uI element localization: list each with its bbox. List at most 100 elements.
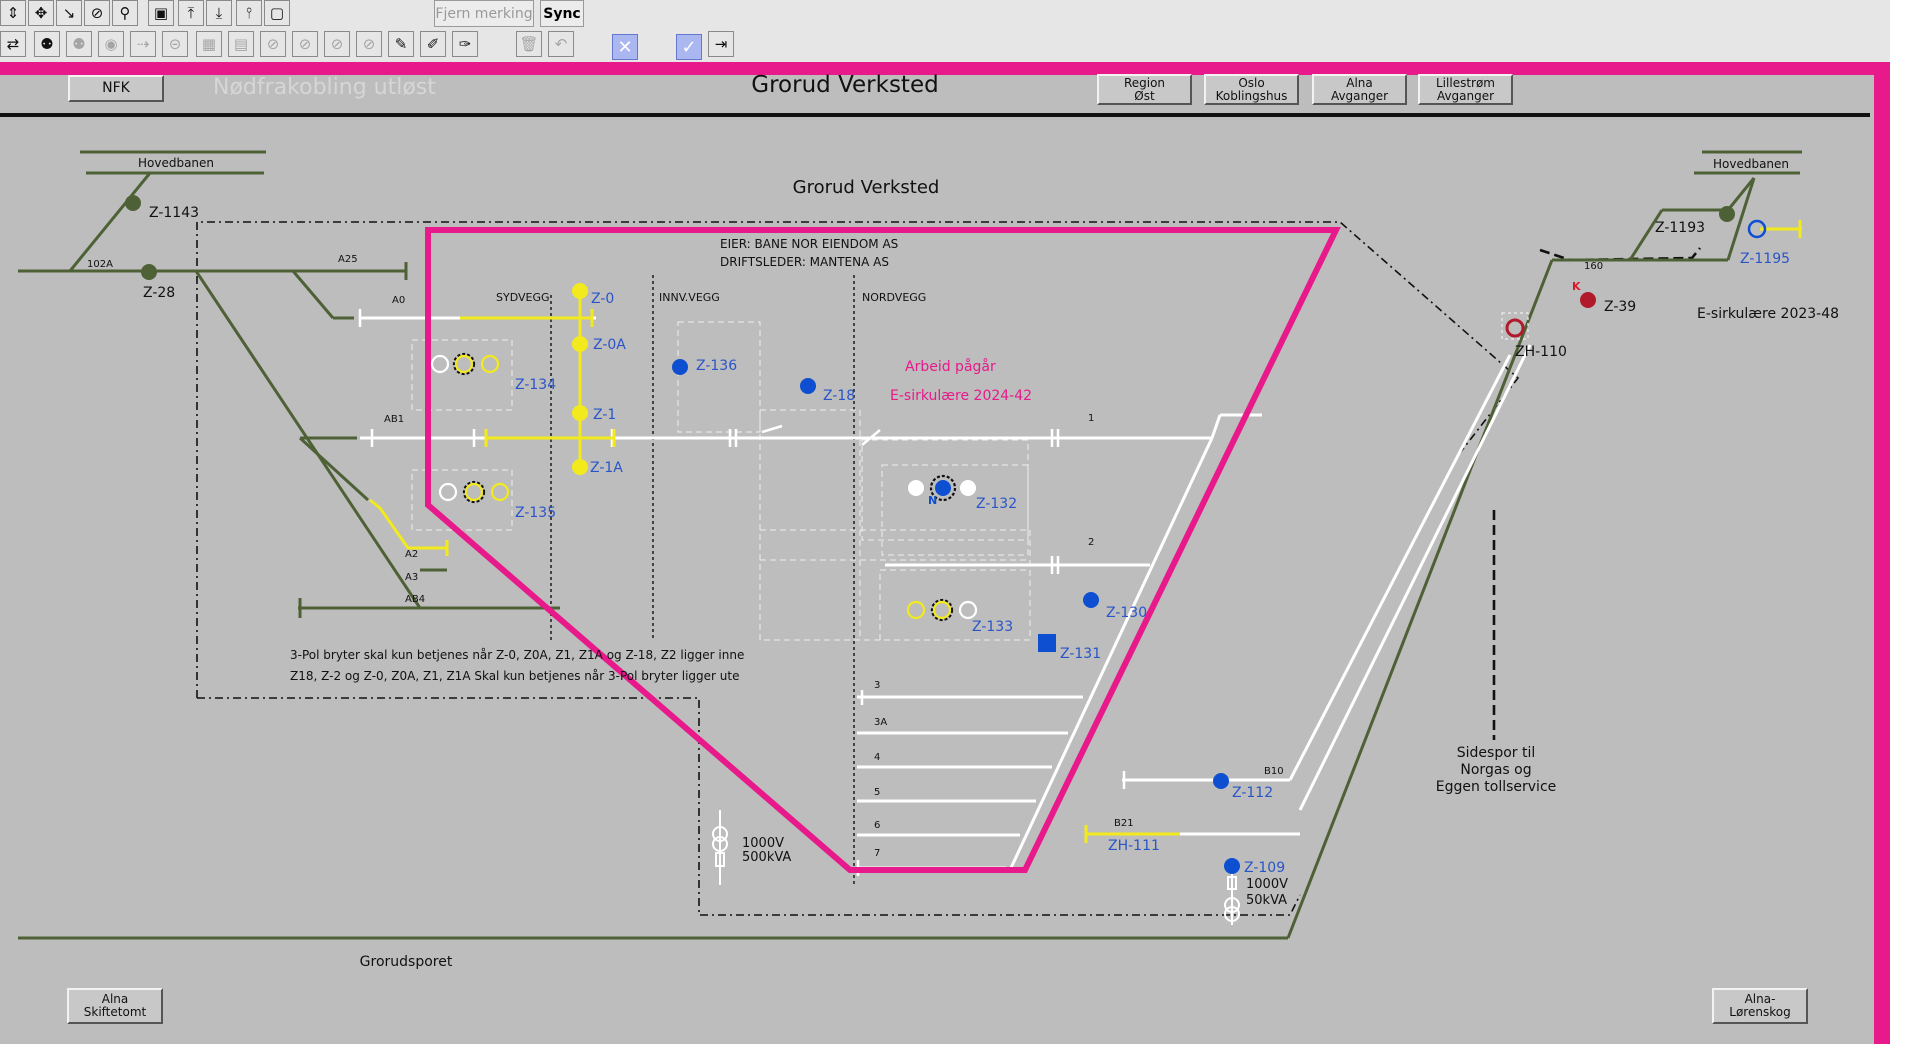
- svg-text:4: 4: [874, 752, 880, 763]
- align-top-icon[interactable]: ⤒: [178, 0, 204, 26]
- svg-text:1: 1: [1088, 413, 1094, 424]
- pan-vertical-icon[interactable]: ⇕: [0, 0, 26, 26]
- svg-text:B10: B10: [1264, 766, 1284, 777]
- arrow-right-icon: ⇢: [130, 31, 156, 57]
- buffer-stops: [298, 262, 408, 618]
- marker-n-label: N: [928, 494, 937, 507]
- sidespor-line-3: Eggen tollservice: [1436, 779, 1557, 795]
- nav-alna-avganger-button[interactable]: Alna Avganger: [1312, 74, 1407, 105]
- grorudsporet-label: Grorudsporet: [360, 954, 453, 970]
- trash-icon: 🗑: [516, 31, 542, 57]
- ban-icon: ⊘: [292, 31, 318, 57]
- svg-text:Z-1195: Z-1195: [1740, 251, 1790, 267]
- switch-labels-blue: Z-0 Z-0A Z-1 Z-1A Z-134 Z-135 Z-136 Z-18…: [515, 251, 1790, 876]
- section-innvvegg: INNV.VEGG: [659, 291, 720, 304]
- svg-text:Z-1143: Z-1143: [149, 205, 199, 221]
- alna-lorenskog-button[interactable]: Alna- Lørenskog: [1712, 988, 1808, 1024]
- eye-icon: ◉: [98, 31, 124, 57]
- zoom-icon[interactable]: ⚲: [112, 0, 138, 26]
- frame-icon[interactable]: ▣: [148, 0, 174, 26]
- disconnector-zh110: [1505, 318, 1525, 338]
- svg-text:A0: A0: [392, 295, 405, 306]
- switch-markers: [125, 195, 1735, 280]
- frame-top: [0, 62, 1916, 75]
- ban-icon: ⊘: [356, 31, 382, 57]
- svg-text:Z-135: Z-135: [515, 505, 556, 521]
- header-rule: [0, 113, 1870, 117]
- transformer-left-voltage: 1000V: [742, 836, 784, 851]
- svg-text:Z-109: Z-109: [1244, 860, 1285, 876]
- pencil-check-icon[interactable]: ✑: [452, 31, 478, 57]
- toolbar: ⇕ ✥ ↘ ⊘ ⚲ ▣ ⤒ ⤓ ⫯ ▢ Fjern merking Sync ⇄…: [0, 0, 1916, 62]
- switch-labels-dark: Z-1143 Z-28 Z-1193 Z-39 ZH-110: [143, 205, 1705, 360]
- note-line-2: Z18, Z-2 og Z-0, Z0A, Z1, Z1A Skal kun b…: [290, 669, 739, 683]
- page-title: Grorud Verksted: [751, 72, 939, 98]
- svg-text:5: 5: [874, 787, 880, 798]
- nav-region-ost-button[interactable]: Region Øst: [1097, 74, 1192, 105]
- fjern-merking-button[interactable]: Fjern merking: [434, 0, 534, 27]
- disconnector-z39: [1580, 292, 1596, 308]
- work-zone-outline: [425, 227, 1341, 873]
- svg-text:Z-0: Z-0: [591, 291, 614, 307]
- svg-text:Z-39: Z-39: [1604, 299, 1636, 315]
- transformer-right-voltage: 1000V: [1246, 877, 1288, 892]
- svg-text:B21: B21: [1114, 818, 1134, 829]
- svg-text:3A: 3A: [874, 717, 887, 728]
- note-line-1: 3-Pol bryter skal kun betjenes når Z-0, …: [290, 648, 744, 662]
- energized-isolators: [445, 220, 1802, 843]
- svg-text:Z-133: Z-133: [972, 619, 1013, 635]
- align-bottom-icon[interactable]: ⤓: [206, 0, 232, 26]
- pencil-icon[interactable]: ✎: [388, 31, 414, 57]
- svg-text:A3: A3: [405, 572, 418, 583]
- circular-right-label: E-sirkulære 2023-48: [1697, 306, 1839, 322]
- svg-text:102A: 102A: [87, 259, 113, 270]
- cross-toggle-icon[interactable]: ✕: [612, 34, 638, 60]
- transformer-groups: [430, 352, 978, 622]
- operator-label: DRIFTSLEDER: MANTENA AS: [720, 255, 889, 269]
- check-toggle-icon[interactable]: ✓: [676, 34, 702, 60]
- svg-text:Z-136: Z-136: [696, 358, 737, 374]
- emergency-alarm-text: Nødfrakobling utløst: [213, 75, 436, 100]
- svg-text:AB4: AB4: [405, 594, 425, 605]
- diagram-title: Grorud Verksted: [793, 177, 940, 198]
- exit-icon[interactable]: ⇥: [708, 31, 734, 57]
- nav-lillestrom-avganger-button[interactable]: Lillestrøm Avganger: [1418, 74, 1513, 105]
- alna-skiftetomt-button[interactable]: Alna Skiftetomt: [67, 988, 163, 1024]
- svg-text:AB1: AB1: [384, 414, 404, 425]
- energized-tracks: [369, 227, 1802, 836]
- equipment-boxes: [411, 321, 1031, 641]
- ban-icon: ⊘: [260, 31, 286, 57]
- track-labels: 102A A25 A0 AB1 A2 A3 AB4 1 2 3 3A 4 5 6…: [87, 254, 1603, 859]
- grid-icon: ▦: [196, 31, 222, 57]
- swap-icon[interactable]: ⇄: [0, 31, 26, 57]
- sync-button[interactable]: Sync: [540, 0, 584, 27]
- transformer-right-power: 50kVA: [1246, 893, 1287, 908]
- diagonal-arrow-icon[interactable]: ↘: [56, 0, 82, 26]
- section-nordvegg: NORDVEGG: [862, 291, 926, 304]
- transformer-white-nodes: [908, 480, 976, 496]
- marker-k-label: K: [1572, 280, 1581, 293]
- pin-icon[interactable]: ⫯: [236, 0, 262, 26]
- nav-oslo-koblingshus-button[interactable]: Oslo Koblingshus: [1204, 74, 1299, 105]
- pencil-star-icon[interactable]: ✐: [420, 31, 446, 57]
- stop-icon: ⊝: [162, 31, 188, 57]
- main-tracks: [18, 150, 1802, 940]
- compass-icon[interactable]: ⊘: [84, 0, 110, 26]
- ban-icon: ⊘: [324, 31, 350, 57]
- transformer-symbols: [712, 810, 1240, 925]
- svg-text:Z-18: Z-18: [823, 388, 855, 404]
- svg-text:A2: A2: [405, 549, 418, 560]
- svg-text:6: 6: [874, 820, 880, 831]
- svg-text:ZH-110: ZH-110: [1515, 344, 1567, 360]
- nfk-button[interactable]: NFK: [68, 75, 164, 102]
- transformer-left-power: 500kVA: [742, 850, 791, 865]
- svg-text:160: 160: [1584, 261, 1603, 272]
- user-pin-icon[interactable]: ⚉: [34, 31, 60, 57]
- work-notice-label: Arbeid pågår: [905, 358, 996, 375]
- window-icon[interactable]: ▢: [264, 0, 290, 26]
- svg-text:Z-1: Z-1: [593, 407, 616, 423]
- move-icon[interactable]: ✥: [28, 0, 54, 26]
- disconnector-z1195: [1747, 219, 1767, 239]
- sidespor-line-2: Norgas og: [1460, 762, 1531, 778]
- undo-icon: ↶: [548, 31, 574, 57]
